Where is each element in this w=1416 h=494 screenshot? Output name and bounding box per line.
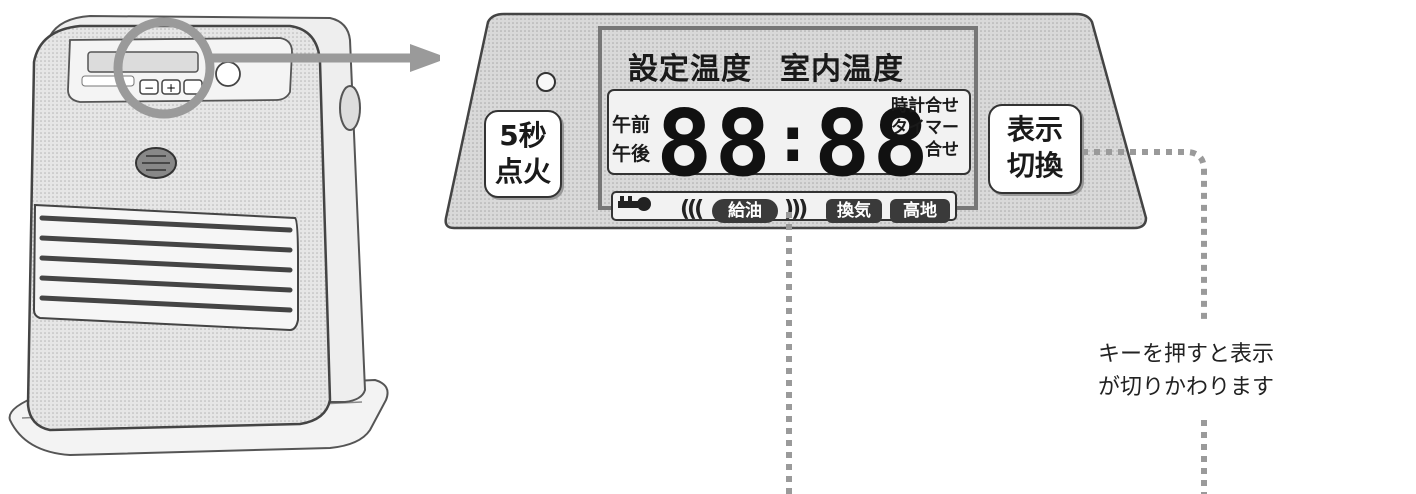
display-switch-caption: キーを押すと表示 が切りかわります xyxy=(1098,338,1274,404)
ignite-line2: 点火 xyxy=(494,155,551,188)
ripple-left: ((( xyxy=(680,197,704,222)
am-pm-labels: 午前 午後 xyxy=(612,111,650,169)
display-switch-button[interactable]: 表示 切換 xyxy=(988,104,1082,194)
clock-timer-labels: 時計合せ タイマー 合せ xyxy=(875,95,959,161)
power-knob xyxy=(215,61,241,87)
digits-right: 88 xyxy=(813,90,931,197)
front-grille xyxy=(32,203,299,332)
heater-illustration: − + xyxy=(8,14,440,457)
ignite-line1: 5秒 xyxy=(499,119,547,152)
display-line2: 切換 xyxy=(1006,149,1063,182)
display-line1: 表示 xyxy=(1006,113,1063,146)
five-second-ignite-button[interactable]: 5秒 点火 xyxy=(484,110,562,198)
indicator-lamp xyxy=(536,72,556,92)
lcd-header: 設定温度室内温度 xyxy=(628,44,904,88)
am-label: 午前 xyxy=(612,114,651,136)
caption-line2: が切りかわります xyxy=(1098,375,1275,400)
refuel-badge: 給油 xyxy=(712,199,778,223)
altitude-badge: 高地 xyxy=(890,199,950,223)
time-display: 88:88 xyxy=(656,92,931,192)
pm-label: 午後 xyxy=(612,143,651,165)
digits-left: 88 xyxy=(656,90,774,197)
room-temp-label: 室内温度 xyxy=(780,52,904,87)
highlight-ring xyxy=(113,17,215,119)
clock-set-label: 時計合せ xyxy=(891,96,959,116)
set-temp-label: 設定温度 xyxy=(628,52,752,87)
side-handle xyxy=(339,85,361,131)
colon: : xyxy=(773,103,815,177)
key-icon xyxy=(618,196,651,211)
timer-label: タイマー xyxy=(891,118,959,138)
caption-line1: キーを押すと表示 xyxy=(1098,342,1275,367)
set-label: 合せ xyxy=(925,140,959,160)
ripple-right: ))) xyxy=(784,197,808,222)
svg-text:−: − xyxy=(144,81,154,95)
control-panel xyxy=(444,12,1148,230)
ventilation-badge: 換気 xyxy=(826,199,882,223)
svg-text:+: + xyxy=(166,81,176,95)
